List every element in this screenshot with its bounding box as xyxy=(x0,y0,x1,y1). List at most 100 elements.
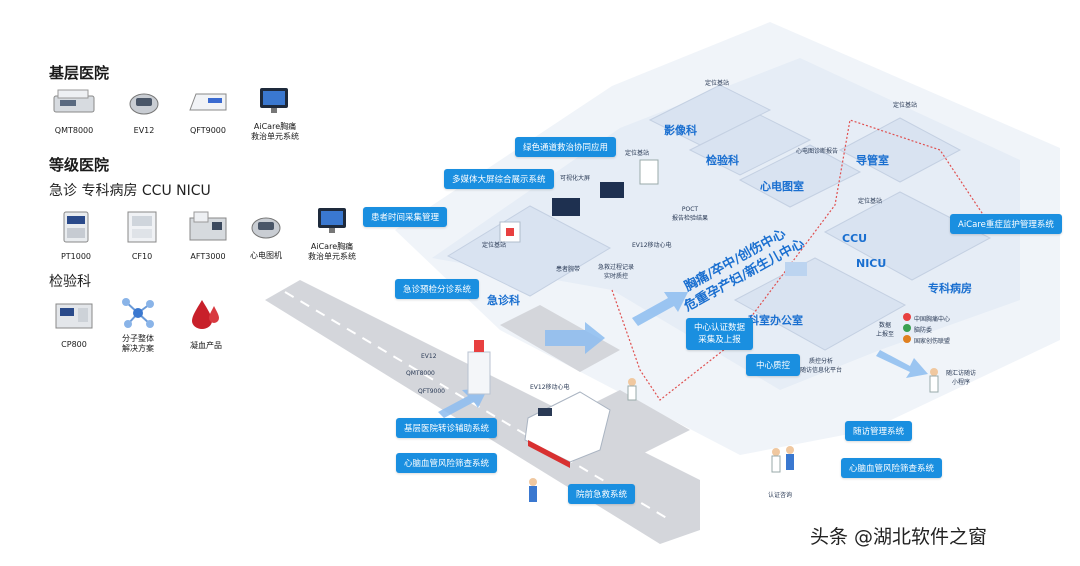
mini-ev12-ecg: EV12移动心电 xyxy=(632,242,672,249)
person-icon xyxy=(930,368,938,376)
mini-qc-platform: 质控分析 随访信息化平台 xyxy=(800,358,843,374)
ambulance-icon xyxy=(524,391,611,468)
display-screen-icon xyxy=(785,262,807,276)
person-icon xyxy=(929,375,939,393)
mini-mini-program: 随汇访随访 小程序 xyxy=(946,370,977,386)
grade-hospital-title: 等级医院 xyxy=(49,156,110,174)
person-icon xyxy=(786,446,794,454)
zone-ccu: CCU xyxy=(842,232,868,245)
device-label-aicare-primary: AiCare胸痛 救治单元系统 xyxy=(251,122,299,141)
zone-ecg-room: 心电图室 xyxy=(760,180,804,193)
ecg-device-icon xyxy=(244,210,288,240)
ecg-device-icon xyxy=(122,86,166,116)
person-icon xyxy=(771,455,781,473)
red-cross-icon xyxy=(474,340,484,352)
device-label-pt1000: PT1000 xyxy=(60,252,92,261)
flow-arrow-icon xyxy=(876,350,928,378)
grade-hospital-subtitle: 急诊 专科病房 CCU NICU xyxy=(49,183,211,199)
tag-green-channel[interactable]: 绿色通道救治协同应用 xyxy=(515,137,617,157)
zone-specialty: 专科病房 xyxy=(928,282,972,295)
person-icon xyxy=(627,385,637,401)
mini-poct: POCT 报告检验结果 xyxy=(672,206,709,222)
person-icon xyxy=(786,454,794,470)
device-label-ecg-machine: 心电图机 xyxy=(250,251,282,260)
trauma-alliance-logo-icon xyxy=(903,335,911,343)
mini-treatment-record: 急救过程记录 实时质控 xyxy=(598,264,635,280)
device-label-ev12: EV12 xyxy=(133,126,155,135)
zone-cath-lab: 导管室 xyxy=(856,154,889,167)
device-label-qmt8000: QMT8000 xyxy=(54,126,94,135)
imaging-room-block xyxy=(648,84,772,146)
printer-analyzer-icon xyxy=(186,86,230,116)
monitor-icon xyxy=(310,206,354,236)
tag-referral[interactable]: 基层医院转诊辅助系统 xyxy=(396,418,498,438)
clinic-building xyxy=(467,351,491,395)
mini-positioning: 定位基站 xyxy=(858,198,883,205)
tag-multimedia[interactable]: 多媒体大屏综合展示系统 xyxy=(444,169,554,189)
mini-auth-consult: 认证咨询 xyxy=(768,492,793,499)
tag-icu-mgmt[interactable]: AiCare重症监护管理系统 xyxy=(950,214,1062,234)
mini-clinic-ev12: EV12 xyxy=(421,353,437,360)
poct-device-icon xyxy=(639,159,659,185)
zone-imaging: 影像科 xyxy=(664,124,697,137)
mini-data-report: 数据 上报至 xyxy=(876,322,895,338)
display-screen-icon xyxy=(552,198,580,216)
ccu-nicu-block xyxy=(823,191,992,281)
monitor-icon xyxy=(252,86,296,116)
zone-emergency: 急诊科 xyxy=(487,294,520,307)
patient-route-line xyxy=(611,119,991,401)
red-cross-icon xyxy=(506,228,514,236)
mini-clinic-qft: QFT9000 xyxy=(418,388,446,395)
lab-title: 检验科 xyxy=(49,274,91,290)
zone-lab: 检验科 xyxy=(706,154,739,167)
stroke-center-logo-icon xyxy=(903,324,911,332)
tag-cvd-screen-right[interactable]: 心脑血管风险筛查系统 xyxy=(841,458,943,478)
mini-stroke-center: 脑防委 xyxy=(914,327,933,334)
mini-positioning: 定位基站 xyxy=(625,150,650,157)
tag-center-auth[interactable]: 中心认证数据 采集及上报 xyxy=(686,318,754,350)
tag-center-qc[interactable]: 中心质控 xyxy=(746,354,801,376)
mini-ambulance-ev12: EV12移动心电 xyxy=(530,384,570,391)
molecule-icon xyxy=(116,296,160,328)
device-label-coagulation: 凝血产品 xyxy=(190,341,222,350)
person-icon xyxy=(772,448,780,456)
tag-cvd-screen-left[interactable]: 心脑血管风险筛查系统 xyxy=(396,453,498,473)
mini-patient-band: 患者腕带 xyxy=(556,266,581,273)
display-screen-icon xyxy=(600,182,624,198)
analyzer-icon xyxy=(52,298,96,329)
flow-arrow-icon xyxy=(438,388,488,418)
device-label-molecular: 分子整体 解决方案 xyxy=(122,334,154,353)
analyzer-icon xyxy=(54,210,98,243)
blood-drop-icon xyxy=(184,296,228,329)
device-label-qft9000: QFT9000 xyxy=(189,126,226,135)
mini-ecg-report: 心电图诊断报告 xyxy=(796,148,839,155)
person-icon xyxy=(628,378,636,386)
tag-prehospital[interactable]: 院前急救系统 xyxy=(568,484,636,504)
cath-lab-block xyxy=(838,117,962,183)
zone-nicu: NICU xyxy=(856,257,887,270)
tag-followup[interactable]: 随访管理系统 xyxy=(845,421,913,441)
mini-clinic-qmt: QMT8000 xyxy=(406,370,435,377)
mini-positioning: 定位基站 xyxy=(893,102,918,109)
ecg-room-block xyxy=(738,144,862,208)
mini-visual-screen: 可视化大屏 xyxy=(560,175,591,182)
analyzer-icon xyxy=(52,86,96,116)
lab-room-block xyxy=(688,114,812,176)
tag-patient-time[interactable]: 患者时间采集管理 xyxy=(363,207,448,227)
watermark: 头条 @湖北软件之窗 xyxy=(810,526,988,548)
person-icon xyxy=(529,478,537,486)
zone-office: 科室办公室 xyxy=(748,314,803,327)
tag-triage[interactable]: 急诊预检分诊系统 xyxy=(395,279,480,299)
primary-hospital-title: 基层医院 xyxy=(49,64,110,82)
mini-positioning: 定位基站 xyxy=(705,80,730,87)
mini-trauma-alliance: 国家创伤联盟 xyxy=(914,338,951,345)
person-icon xyxy=(529,486,537,502)
flow-arrow-icon xyxy=(545,322,605,354)
device-label-aft3000: AFT3000 xyxy=(190,252,226,261)
device-label-aicare-grade: AiCare胸痛 救治单元系统 xyxy=(308,242,356,261)
device-label-cf10: CF10 xyxy=(131,252,153,261)
device-label-cp800: CP800 xyxy=(61,340,87,349)
cabinet-icon xyxy=(120,210,164,243)
chest-center-logo-icon xyxy=(903,313,911,321)
